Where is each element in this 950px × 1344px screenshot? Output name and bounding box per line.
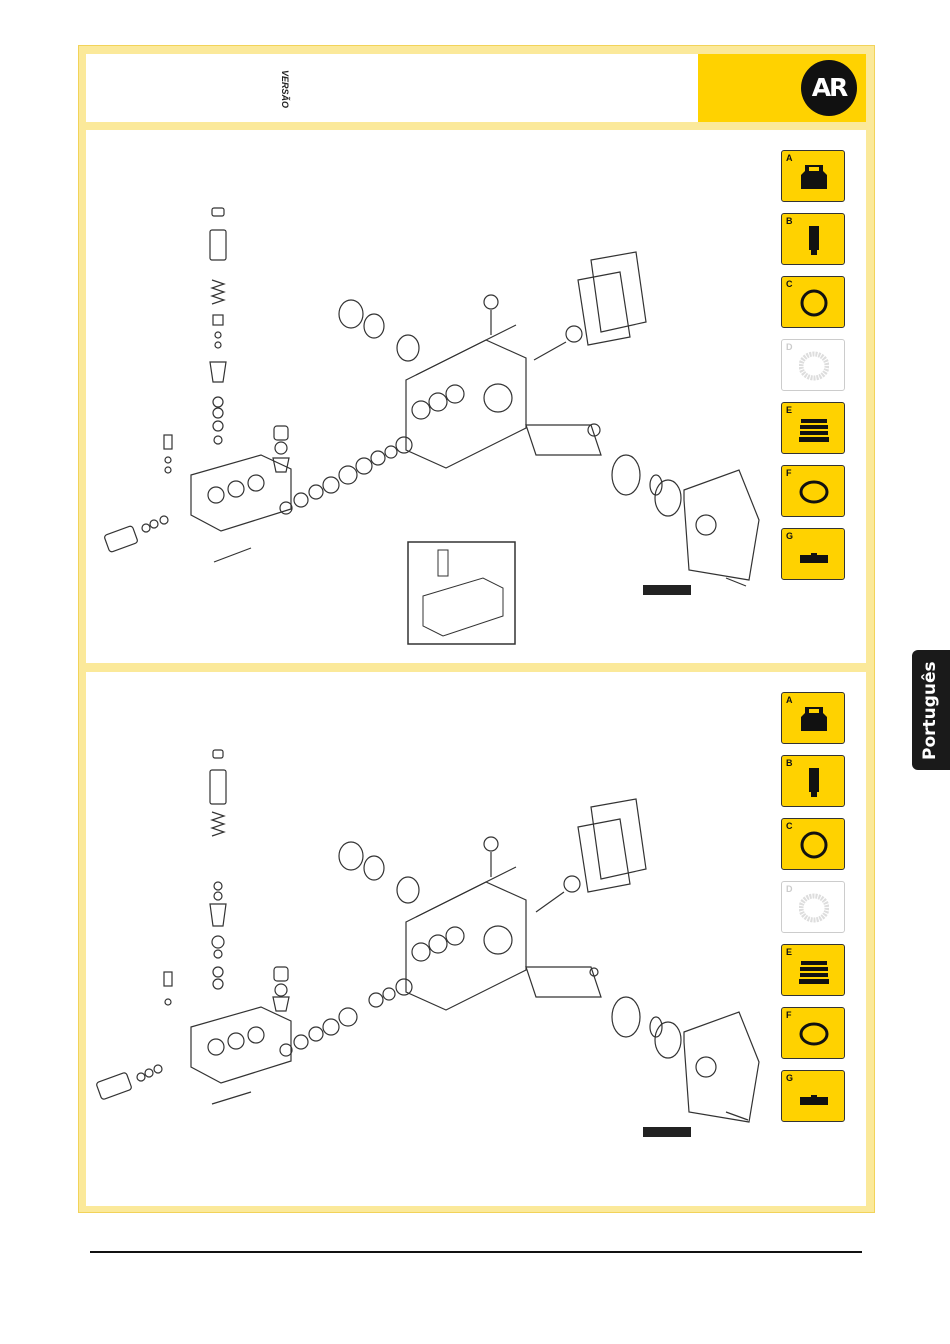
version-label: VERSÃO [280, 70, 290, 108]
tab-letter: D [786, 342, 793, 352]
tab-g[interactable]: G [781, 1070, 845, 1122]
language-tab[interactable]: Português [912, 650, 950, 770]
tab-letter: D [786, 884, 793, 894]
tab-e[interactable]: E [781, 944, 845, 996]
tab-d[interactable]: D [781, 339, 845, 391]
tab-letter: A [786, 153, 793, 163]
diagram-panel-top: A B C D E F G [86, 130, 866, 663]
tab-e[interactable]: E [781, 402, 845, 454]
tab-letter: F [786, 1010, 792, 1020]
tab-letter: G [786, 1073, 793, 1083]
tab-g[interactable]: G [781, 528, 845, 580]
exploded-pump-diagram-bottom [86, 672, 766, 1206]
tab-f[interactable]: F [781, 465, 845, 517]
tab-b[interactable]: B [781, 213, 845, 265]
tab-letter: F [786, 468, 792, 478]
brand-block: AR [698, 54, 866, 122]
tab-letter: B [786, 216, 793, 226]
ar-logo: AR [801, 60, 857, 116]
tab-letter: G [786, 531, 793, 541]
language-tab-label: Português [920, 661, 940, 760]
tab-letter: E [786, 947, 792, 957]
tab-letter: A [786, 695, 793, 705]
exploded-pump-diagram-top [86, 130, 766, 663]
tab-letter: C [786, 821, 793, 831]
footer-rule [90, 1251, 862, 1253]
header-bar [86, 54, 698, 122]
diagram-panel-bottom: A B C D E F G [86, 672, 866, 1206]
tab-c[interactable]: C [781, 276, 845, 328]
tab-a[interactable]: A [781, 692, 845, 744]
tab-b[interactable]: B [781, 755, 845, 807]
tab-letter: B [786, 758, 793, 768]
tab-a[interactable]: A [781, 150, 845, 202]
tab-letter: E [786, 405, 792, 415]
tab-d[interactable]: D [781, 881, 845, 933]
tab-f[interactable]: F [781, 1007, 845, 1059]
tab-letter: C [786, 279, 793, 289]
tab-c[interactable]: C [781, 818, 845, 870]
